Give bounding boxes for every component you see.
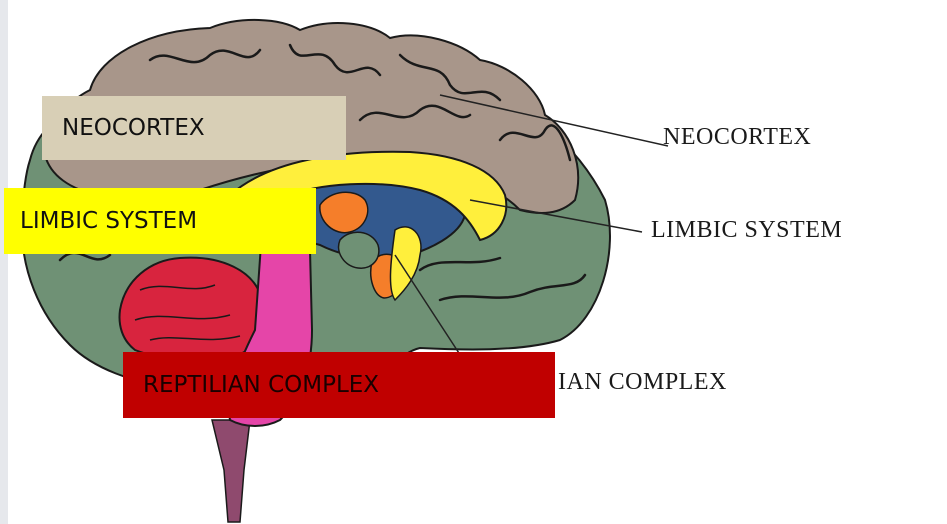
overlay-box-limbic: LIMBIC SYSTEM <box>4 188 316 254</box>
overlay-label-reptilian: REPTILIAN COMPLEX <box>143 372 379 398</box>
spinal-cord <box>212 420 250 522</box>
printed-label-reptilian-partial: IAN COMPLEX <box>558 369 727 396</box>
cerebellum <box>120 258 264 360</box>
printed-label-limbic: LIMBIC SYSTEM <box>651 217 842 244</box>
printed-label-neocortex: NEOCORTEX <box>663 124 811 151</box>
overlay-label-neocortex: NEOCORTEX <box>62 115 205 141</box>
overlay-box-reptilian: REPTILIAN COMPLEX <box>123 352 555 418</box>
overlay-box-neocortex: NEOCORTEX <box>42 96 346 160</box>
overlay-label-limbic: LIMBIC SYSTEM <box>20 208 197 234</box>
